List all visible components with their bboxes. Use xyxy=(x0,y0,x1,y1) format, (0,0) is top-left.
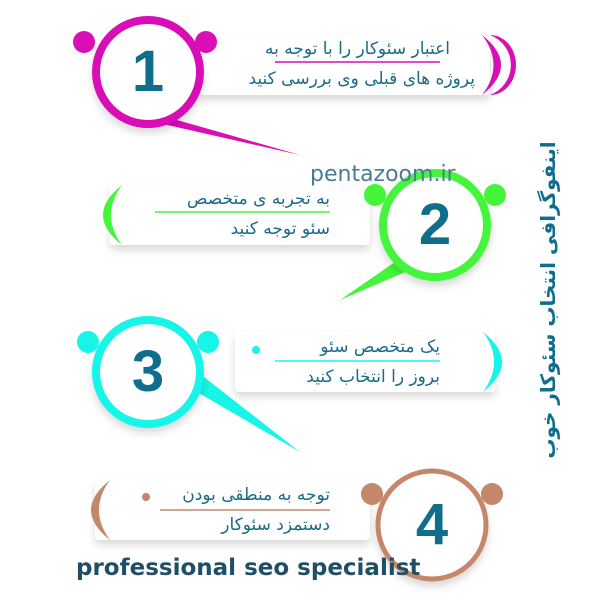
step-2-number: 2 xyxy=(418,192,452,257)
step-2-text: به تجربه ی متخصص سئو توجه کنید xyxy=(140,184,330,244)
watermark: pentazoom.ir xyxy=(310,162,456,187)
step-3-line-2: بروز را انتخاب کنید xyxy=(306,367,440,387)
step-1-line-2: پروژه های قبلی وی بررسی کنید xyxy=(248,69,476,89)
step-4-line-2: دستمزد سئوکار xyxy=(221,515,330,535)
step-3-line-1: یک متخصص سئو xyxy=(320,337,440,357)
step-1-shape xyxy=(73,16,516,155)
step-3-text: یک متخصص سئو بروز را انتخاب کنید xyxy=(260,332,440,392)
step-2-shape xyxy=(103,169,506,300)
step-2-line-2: سئو توجه کنید xyxy=(230,219,330,239)
step-1-number: 1 xyxy=(131,39,165,104)
step-4-line-1: توجه به منطقی بودن xyxy=(182,485,330,505)
step-4-number: 4 xyxy=(415,492,449,557)
infographic-title: اینفوگرافی انتخاب سئوکار خوب xyxy=(536,141,560,459)
step-3-shape xyxy=(77,316,502,452)
step-4-text: توجه به منطقی بودن دستمزد سئوکار xyxy=(140,480,330,540)
step-2-line-1: به تجربه ی متخصص xyxy=(186,189,330,209)
footer-caption: professional seo specialist xyxy=(76,555,421,581)
step-1-line-1: اعتبار سئوکار را با توجه به xyxy=(265,39,450,59)
step-3-number: 3 xyxy=(131,339,165,404)
step-1-text: اعتبار سئوکار را با توجه به پروژه های قب… xyxy=(225,34,476,94)
